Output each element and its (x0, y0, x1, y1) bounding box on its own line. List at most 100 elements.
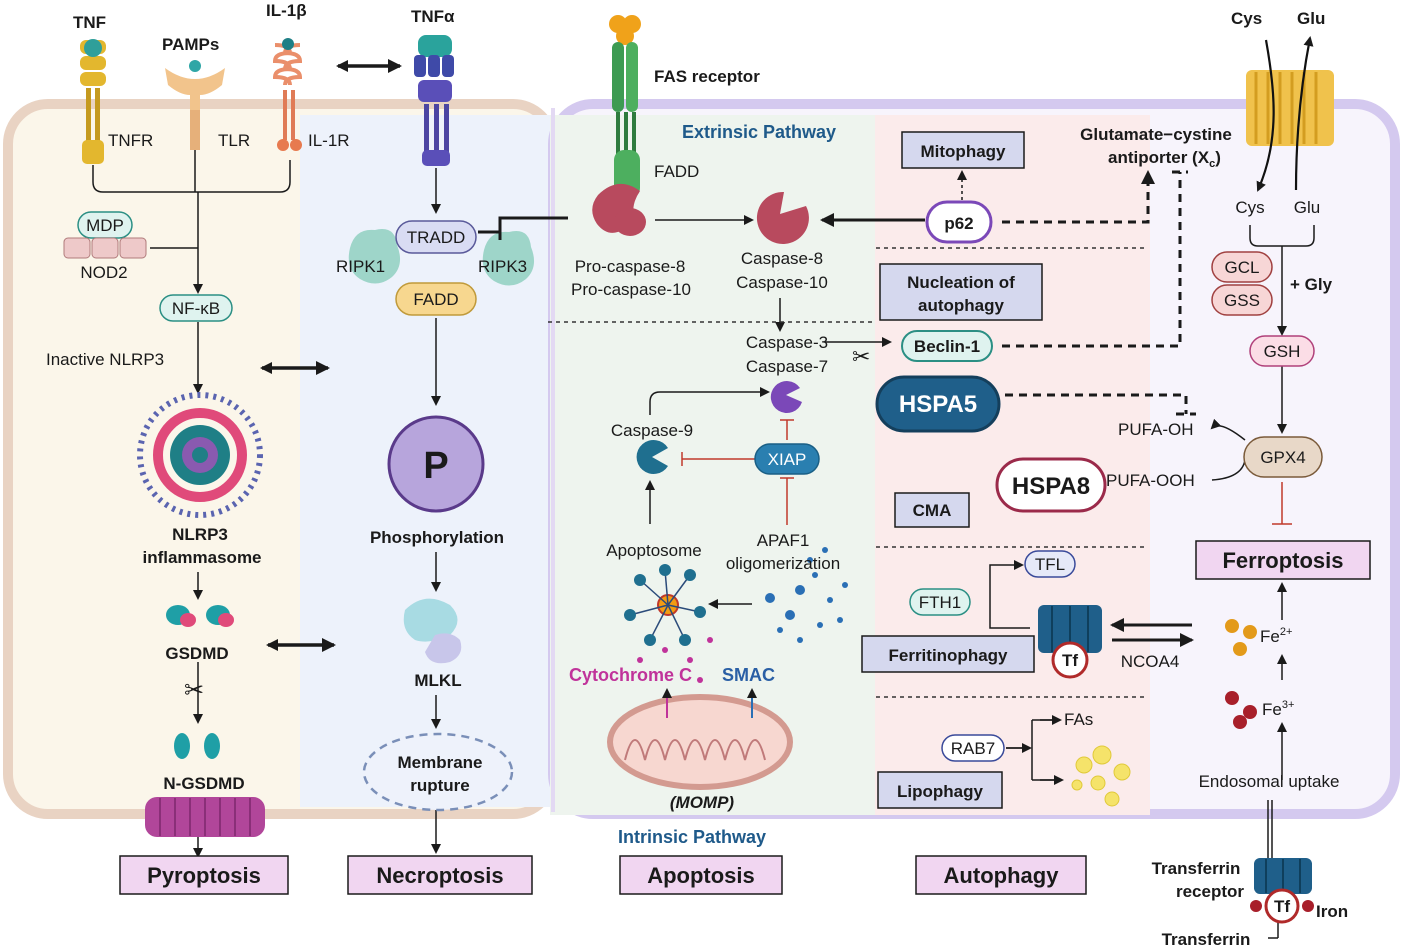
smac-label: SMAC (722, 665, 775, 685)
fth1-pill (909, 588, 971, 616)
tlr-label: TLR (218, 131, 250, 150)
antiporter-subscript: c (1209, 158, 1215, 170)
pyroptosis-label: Pyroptosis (147, 863, 261, 888)
ferritin-to-tfl (989, 560, 1030, 629)
transferrin-label: Transferrin (1162, 930, 1251, 949)
iron-label: Iron (1316, 902, 1348, 921)
apoptosome-label: Apoptosome (606, 541, 701, 560)
gpx4-pill (1243, 436, 1323, 478)
il1b-label: IL-1β (266, 1, 307, 20)
nlrp3-inflammasome-graphic (137, 392, 263, 518)
xiap-inhibitions (681, 419, 794, 525)
double-arrows (260, 59, 402, 652)
antiporter-label-2: antiporter (Xc) (1108, 148, 1221, 170)
gcl-pill (1211, 251, 1273, 283)
fas-receptor (609, 15, 641, 198)
momp-label: (MOMP) (670, 793, 735, 812)
apoptosome-graphic (624, 564, 706, 646)
nlrp3-label-2: inflammasome (142, 548, 261, 567)
necroptosis-box (347, 855, 533, 895)
fe2-text: Fe (1260, 627, 1280, 646)
procasp-label-2: Pro-caspase-10 (571, 280, 691, 299)
fadd-label: FADD (413, 290, 458, 309)
tnf-label: TNF (73, 13, 106, 32)
nod2-label: NOD2 (80, 263, 127, 282)
glu-top-label: Glu (1297, 9, 1325, 28)
tlr-receptor (165, 60, 225, 150)
pufa-oh-label: PUFA-OH (1118, 420, 1194, 439)
glu-in-label: Glu (1294, 198, 1320, 217)
nod2-complex (63, 211, 147, 259)
gsdmd-pore-graphic (145, 797, 265, 837)
gpx4-label: GPX4 (1260, 448, 1305, 467)
caspase9-pacman (636, 439, 668, 474)
procaspase-graphic (592, 183, 646, 236)
ncoa4-label: NCOA4 (1121, 652, 1180, 671)
caspase9-label: Caspase-9 (611, 421, 693, 440)
p62-pill (925, 200, 993, 244)
casp3-label-2: Caspase-7 (746, 357, 828, 376)
autophagy-box (915, 855, 1087, 895)
tnfa-receptor (414, 35, 454, 166)
mlkl-label: MLKL (414, 671, 461, 690)
fe2-ions (1225, 619, 1257, 656)
membrane-label-2: rupture (410, 776, 470, 795)
rab7-label: RAB7 (951, 739, 995, 758)
il1r-label: IL-1R (308, 131, 350, 150)
antiporter-label-1: Glutamate−cystine (1080, 125, 1232, 144)
fas-fatty-label: FAs (1064, 710, 1093, 729)
fth1-label: FTH1 (919, 593, 962, 612)
ripk3-blob (482, 231, 535, 286)
gss-pill (1211, 284, 1273, 316)
nucleation-label-2: autophagy (918, 296, 1004, 315)
nfkb-label: NF-κB (172, 299, 220, 318)
lipid-droplets (1071, 745, 1131, 807)
gsdmd-label: GSDMD (165, 644, 228, 663)
xiap-label: XIAP (768, 450, 807, 469)
fas-receptor-label: FAS receptor (654, 67, 760, 86)
tnfa-label: TNFα (411, 7, 455, 26)
extrinsic-label: Extrinsic Pathway (682, 122, 836, 142)
fe2-superscript: 2+ (1280, 626, 1293, 638)
mlkl-graphic (403, 598, 462, 664)
mitophagy-box (901, 131, 1025, 169)
svg-text:✂: ✂ (184, 677, 204, 704)
hspa8-pill (995, 457, 1107, 513)
casp8-label-2: Caspase-10 (736, 273, 828, 292)
beclin1-pill (901, 330, 993, 362)
apaf1-graphic (765, 547, 848, 643)
apaf1-label-1: APAF1 (757, 531, 810, 550)
fe3-superscript: 3+ (1282, 699, 1295, 711)
p-letter: P (423, 445, 448, 487)
tf-ferritin-label: Tf (1062, 651, 1078, 670)
fe3-label: Fe3+ (1262, 699, 1294, 719)
ripk1-label: RIPK1 (336, 257, 385, 276)
nucleation-label-1: Nucleation of (907, 273, 1015, 292)
svg-text:✂: ✂ (852, 344, 870, 369)
pamps-label: PAMPs (162, 35, 219, 54)
cys-in-label: Cys (1235, 198, 1264, 217)
tnfr-receptor (80, 39, 106, 164)
tnfr-label: TNFR (108, 131, 153, 150)
mitophagy-label: Mitophagy (921, 142, 1007, 161)
caspase3-pacman (770, 381, 802, 414)
casp8-label-1: Caspase-8 (741, 249, 823, 268)
endosomal-label: Endosomal uptake (1199, 772, 1340, 791)
apoptosis-arrows (645, 215, 892, 609)
p62-label: p62 (944, 214, 973, 233)
inactive-nlrp3-label: Inactive NLRP3 (46, 350, 164, 369)
mdp-label: MDP (86, 216, 124, 235)
transferrin-receptor-graphic (1250, 858, 1314, 924)
ferritinophagy-label: Ferritinophagy (888, 646, 1008, 665)
tfr-label-1: Transferrin (1152, 859, 1241, 878)
cma-label: CMA (913, 501, 952, 520)
hspa5-pill (875, 375, 1001, 433)
autophagy-label: Autophagy (944, 863, 1060, 888)
gsh-pill (1249, 335, 1315, 367)
antiporter-close: ) (1215, 148, 1221, 167)
gsdmd-graphic (166, 605, 234, 627)
il1r-receptor (272, 38, 303, 151)
intrinsic-label: Intrinsic Pathway (618, 827, 766, 847)
xiap-pill (754, 443, 820, 475)
